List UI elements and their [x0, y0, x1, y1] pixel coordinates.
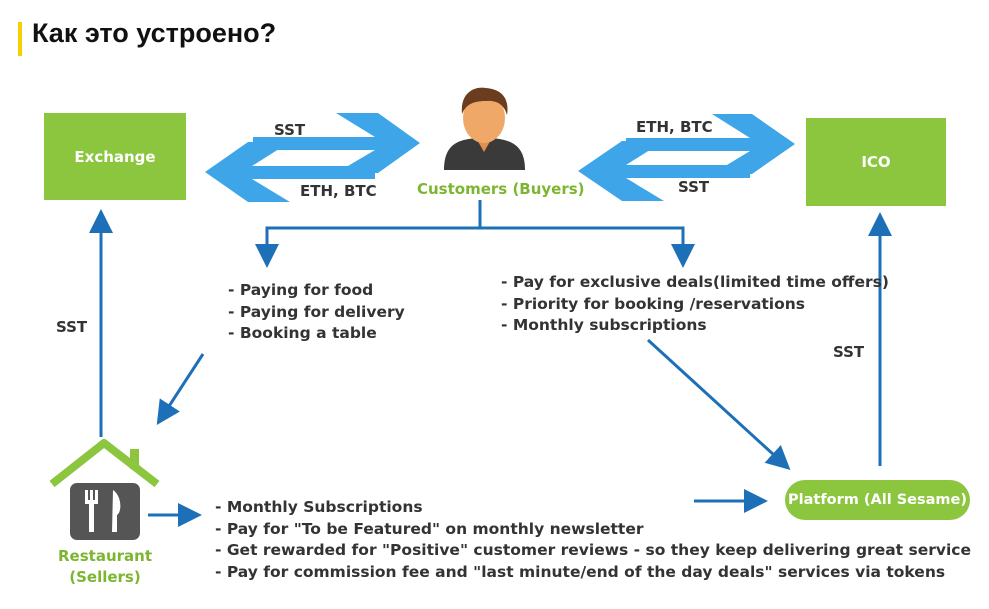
flow-label-sst-restaurant: SST — [56, 318, 88, 336]
customer-avatar-icon — [444, 87, 525, 170]
list-item: - Pay for "To be Featured" on monthly ne… — [215, 519, 644, 538]
restaurant-label: Restaurant (Sellers) — [58, 546, 152, 588]
ico-node: ICO — [806, 118, 946, 206]
restaurant-house-icon — [49, 439, 160, 540]
customers-label: Customers (Buyers) — [417, 180, 585, 198]
restaurant-label-line2: (Sellers) — [69, 568, 141, 586]
restaurant-uses: - Monthly Subscriptions - Pay for "To be… — [215, 497, 971, 583]
list-item: - Get rewarded for "Positive" customer r… — [215, 541, 971, 559]
arrow-sst-to-customer-right — [578, 141, 750, 201]
title-accent-bar — [18, 22, 22, 56]
platform-node: Platform (All Sesame) — [785, 480, 970, 520]
exchange-node: Exchange — [44, 113, 186, 200]
list-item: - Paying for food — [228, 281, 374, 299]
list-item: - Booking a table — [228, 324, 377, 342]
flow-label-eth-btc-right: ETH, BTC — [636, 118, 713, 136]
arrow-to-platform — [646, 338, 791, 471]
list-item: - Priority for booking /reservations — [501, 294, 806, 313]
list-item: - Monthly Subscriptions — [215, 498, 423, 516]
arrow-eth-btc-to-exchange — [205, 142, 375, 202]
list-item: - Pay for exclusive deals(limited time o… — [501, 273, 889, 291]
arrow-sst-to-customer-left — [253, 113, 420, 173]
flow-label-eth-btc-left: ETH, BTC — [300, 182, 377, 200]
list-item: - Paying for delivery — [228, 302, 405, 321]
flow-label-sst-right: SST — [678, 178, 710, 196]
arrow-to-restaurant — [156, 353, 205, 426]
arrow-customer-branch-right — [480, 226, 695, 268]
list-item: - Monthly subscriptions — [501, 316, 707, 334]
restaurant-label-line1: Restaurant — [58, 547, 152, 565]
flow-label-sst-platform: SST — [833, 343, 865, 361]
page-title: Как это устроено? — [32, 18, 277, 48]
arrow-eth-btc-to-ico — [626, 114, 795, 174]
customer-left-uses: - Paying for food - Paying for delivery … — [228, 280, 405, 345]
flow-label-sst-left: SST — [274, 121, 306, 139]
arrow-customer-branch-left — [255, 200, 482, 268]
list-item: - Pay for commission fee and "last minut… — [215, 562, 946, 581]
customer-right-uses: - Pay for exclusive deals(limited time o… — [501, 272, 889, 337]
